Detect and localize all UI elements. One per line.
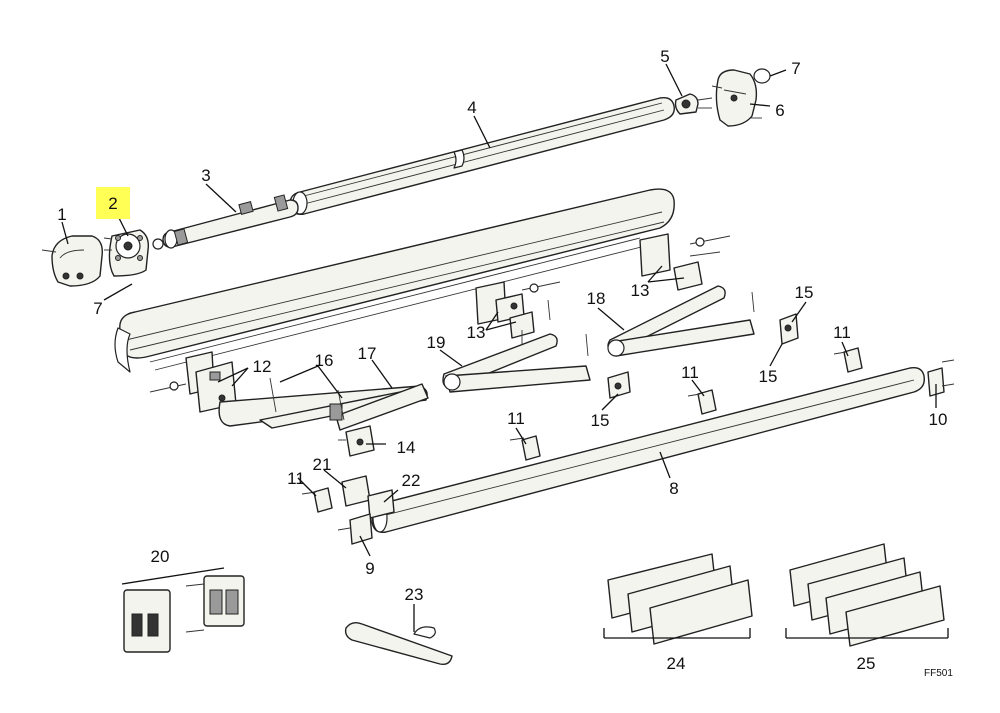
callout-5[interactable]: 5 xyxy=(660,47,669,66)
callout-1[interactable]: 1 xyxy=(57,205,66,224)
arm-slide-left xyxy=(338,425,375,457)
callout-labels: 1 2 3 4 5 6 7 7 8 9 10 11 11 11 11 12 13… xyxy=(57,47,947,673)
bracket-center xyxy=(475,281,561,325)
callout-25[interactable]: 25 xyxy=(857,654,876,673)
leader-lines xyxy=(61,63,937,632)
callout-15-lower[interactable]: 15 xyxy=(759,367,778,386)
callout-3[interactable]: 3 xyxy=(201,166,210,185)
callout-22[interactable]: 22 xyxy=(402,471,421,490)
callout-13-right[interactable]: 13 xyxy=(631,281,650,300)
callout-12[interactable]: 12 xyxy=(253,357,272,376)
callout-15-top[interactable]: 15 xyxy=(795,283,814,302)
right-end-hub xyxy=(674,93,713,115)
callout-23[interactable]: 23 xyxy=(405,585,424,604)
callout-9[interactable]: 9 xyxy=(365,559,374,578)
callout-2[interactable]: 2 xyxy=(108,194,117,213)
arm-left xyxy=(218,377,429,431)
callout-10[interactable]: 10 xyxy=(929,410,948,429)
callout-7-left[interactable]: 7 xyxy=(93,299,102,318)
callout-18[interactable]: 18 xyxy=(587,289,606,308)
callout-15-mid[interactable]: 15 xyxy=(591,411,610,430)
torsion-assembly xyxy=(152,194,299,250)
callout-13-center[interactable]: 13 xyxy=(467,323,486,342)
cap-plug xyxy=(753,68,771,84)
arm-slide-right xyxy=(779,313,799,345)
lead-rail xyxy=(371,366,925,533)
end-cap-right xyxy=(711,69,762,127)
highlight-box xyxy=(96,187,130,219)
callout-16[interactable]: 16 xyxy=(315,351,334,370)
foot-brackets xyxy=(301,347,863,513)
bracket-right xyxy=(639,233,731,291)
channel-kit-25 xyxy=(785,543,949,647)
callout-17[interactable]: 17 xyxy=(358,344,377,363)
arm-slide-mid xyxy=(607,371,631,399)
end-cap-left xyxy=(41,235,103,287)
bracket-left xyxy=(149,351,237,413)
arm-right xyxy=(585,285,755,357)
awning-case xyxy=(114,188,675,373)
wall-switch xyxy=(121,567,245,653)
callout-14[interactable]: 14 xyxy=(397,438,416,457)
callout-11-left[interactable]: 11 xyxy=(287,469,305,488)
callout-11-center[interactable]: 11 xyxy=(507,409,525,428)
lead-rail-bracket-left xyxy=(337,475,395,545)
callout-8[interactable]: 8 xyxy=(669,479,678,498)
callout-6[interactable]: 6 xyxy=(775,101,784,120)
callout-4[interactable]: 4 xyxy=(467,98,476,117)
filler-strip xyxy=(344,621,453,666)
callout-20[interactable]: 20 xyxy=(151,547,170,566)
arm-center xyxy=(442,333,591,393)
callout-24[interactable]: 24 xyxy=(667,654,686,673)
callout-11-mid[interactable]: 11 xyxy=(681,363,699,382)
callout-21[interactable]: 21 xyxy=(313,455,332,474)
callout-19[interactable]: 19 xyxy=(427,333,446,352)
bracket-mount-center xyxy=(509,299,551,346)
diagram-code: FF501 xyxy=(924,668,953,679)
callout-7-top[interactable]: 7 xyxy=(791,59,800,78)
channel-kit-24 xyxy=(603,553,753,645)
end-cap-lead-rail-right xyxy=(927,359,955,397)
callout-11-right[interactable]: 11 xyxy=(833,323,851,342)
motor-head-assembly xyxy=(103,229,150,277)
roller-tube xyxy=(289,96,675,215)
